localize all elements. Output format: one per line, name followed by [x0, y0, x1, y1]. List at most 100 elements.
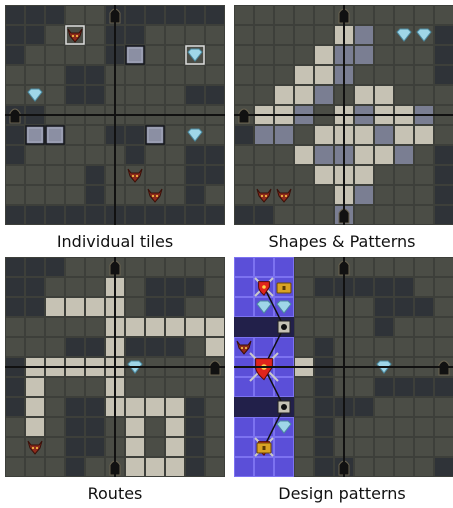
floor-tile: [46, 318, 65, 337]
floor-tile: [206, 418, 225, 437]
floor-tile: [315, 318, 334, 337]
wall-tile: [126, 338, 145, 357]
route-tile: [295, 66, 314, 85]
wall-tile: [206, 6, 225, 25]
floor-tile: [6, 458, 25, 477]
wall-tile: [146, 278, 165, 297]
floor-tile: [355, 418, 374, 437]
floor-tile: [275, 66, 294, 85]
caption-routes: Routes: [2, 484, 228, 503]
floor-tile: [435, 258, 453, 277]
wall-tile: [86, 166, 105, 185]
wall-tile: [126, 146, 145, 165]
route-tile: [146, 458, 165, 477]
wall-tile: [6, 46, 25, 65]
floor-tile: [355, 318, 374, 337]
wall-tile: [375, 278, 394, 297]
floor-tile: [66, 318, 85, 337]
floor-tile: [46, 338, 65, 357]
route-tile: [186, 318, 205, 337]
floor-tile: [126, 278, 145, 297]
floor-tile: [375, 206, 394, 225]
pattern-tile: [315, 86, 334, 105]
floor-tile: [375, 6, 394, 25]
floor-tile: [146, 146, 165, 165]
floor-tile: [395, 66, 414, 85]
floor-tile: [86, 278, 105, 297]
floor-tile: [315, 206, 334, 225]
wall-tile: [375, 318, 394, 337]
wall-tile: [206, 146, 225, 165]
wall-tile: [86, 186, 105, 205]
floor-tile: [26, 66, 45, 85]
route-tile: [355, 126, 374, 145]
floor-tile: [235, 86, 254, 105]
wall-tile: [166, 338, 185, 357]
route-tile: [166, 458, 185, 477]
wall-tile: [186, 146, 205, 165]
floor-tile: [435, 398, 453, 417]
floor-tile: [26, 46, 45, 65]
floor-tile: [415, 458, 434, 477]
wall-tile: [6, 258, 25, 277]
floor-tile: [86, 6, 105, 25]
stone-block: [26, 126, 44, 144]
route-tile: [315, 46, 334, 65]
wall-tile: [186, 438, 205, 457]
floor-tile: [395, 46, 414, 65]
floor-tile: [255, 166, 274, 185]
floor-tile: [6, 418, 25, 437]
wall-tile: [395, 278, 414, 297]
route-tile: [355, 86, 374, 105]
floor-tile: [255, 66, 274, 85]
floor-tile: [206, 278, 225, 297]
floor-tile: [275, 206, 294, 225]
floor-tile: [395, 86, 414, 105]
wall-tile: [66, 86, 85, 105]
route-tile: [126, 398, 145, 417]
floor-tile: [415, 66, 434, 85]
floor-tile: [375, 458, 394, 477]
floor-tile: [26, 338, 45, 357]
pattern-tile: [355, 186, 374, 205]
route-tile: [66, 298, 85, 317]
wall-tile: [206, 166, 225, 185]
floor-tile: [46, 166, 65, 185]
wall-tile: [435, 46, 453, 65]
tile-grid: [5, 257, 225, 477]
route-tile: [26, 378, 45, 397]
floor-tile: [206, 378, 225, 397]
floor-tile: [86, 26, 105, 45]
route-tile: [295, 146, 314, 165]
wall-tile: [146, 338, 165, 357]
wall-tile: [375, 298, 394, 317]
floor-tile: [146, 438, 165, 457]
floor-tile: [275, 166, 294, 185]
floor-tile: [186, 298, 205, 317]
route-tile: [166, 318, 185, 337]
route-tile: [355, 166, 374, 185]
floor-tile: [206, 458, 225, 477]
floor-tile: [86, 458, 105, 477]
pattern-tile: [395, 146, 414, 165]
wall-tile: [395, 298, 414, 317]
floor-tile: [206, 298, 225, 317]
wall-tile: [86, 206, 105, 225]
floor-tile: [166, 378, 185, 397]
lock-icon: [278, 321, 290, 333]
wall-tile: [435, 66, 453, 85]
floor-tile: [66, 186, 85, 205]
floor-tile: [295, 338, 314, 357]
floor-tile: [6, 438, 25, 457]
floor-tile: [435, 278, 453, 297]
route-tile: [166, 438, 185, 457]
floor-tile: [375, 418, 394, 437]
floor-tile: [415, 318, 434, 337]
floor-tile: [126, 186, 145, 205]
caption-shapes-patterns: Shapes & Patterns: [229, 232, 453, 251]
floor-tile: [415, 186, 434, 205]
pattern-tile: [355, 26, 374, 45]
floor-tile: [435, 318, 453, 337]
floor-tile: [146, 26, 165, 45]
floor-tile: [415, 258, 434, 277]
